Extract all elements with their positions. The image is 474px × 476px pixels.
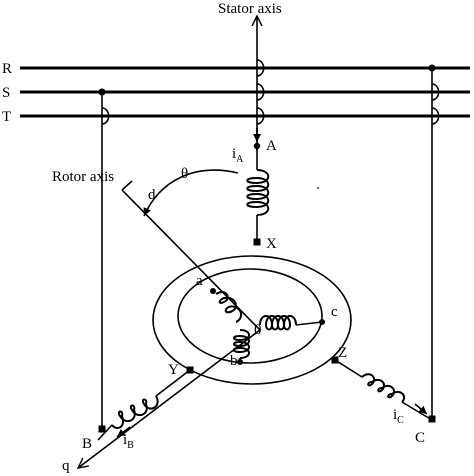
phase-b-crossover <box>101 107 110 125</box>
label-q: q <box>62 458 70 474</box>
label-r: R <box>2 61 12 77</box>
junction-r <box>428 64 436 72</box>
phase-b-lead-upper <box>155 369 191 397</box>
label-theta: θ <box>181 166 188 182</box>
label-terminal-y: Y <box>168 362 179 378</box>
stator-ring-outer <box>152 255 352 385</box>
label-terminal-a: A <box>266 138 277 154</box>
ib-label: iB <box>123 432 134 451</box>
rotor-coil-c <box>259 315 297 331</box>
label-star-point: 0 <box>254 322 262 338</box>
label-rotor-b: b <box>230 353 238 369</box>
label-terminal-z: Z <box>338 345 347 361</box>
label-d: d <box>148 187 156 203</box>
junction-s <box>98 88 106 96</box>
rotor-coil-a <box>215 291 243 323</box>
rotor-terminal-a-dot <box>210 288 216 294</box>
rotor-coil-b <box>233 329 250 359</box>
label-s: S <box>2 85 10 101</box>
stator-coil-b <box>111 395 159 429</box>
rotor-c-lead <box>295 321 323 326</box>
rotor-ring-inner <box>177 268 323 364</box>
label-terminal-x: X <box>266 236 277 252</box>
phase-c-lead-lower <box>401 401 433 421</box>
ib-arrow <box>116 426 131 438</box>
rotor-terminal-c-dot <box>319 319 325 325</box>
label-terminal-c: C <box>415 430 425 446</box>
phase-a-crossovers <box>256 59 265 125</box>
label-rotor-c: c <box>331 304 338 320</box>
label-terminal-b: B <box>82 436 92 452</box>
theta-arc <box>143 169 239 217</box>
d-axis-tick <box>121 180 133 191</box>
rotor-axis-label: Rotor axis <box>52 169 114 185</box>
stray-dot <box>317 187 319 189</box>
ic-arrow <box>414 403 428 415</box>
phase-c-lead-upper <box>334 359 363 378</box>
stator-coil-a <box>246 169 270 216</box>
ic-label: iC <box>393 407 404 426</box>
ia-label: iA <box>232 146 244 165</box>
phase-c-crossovers <box>431 83 440 125</box>
rotor-terminal-b-dot <box>237 359 243 365</box>
stator-coil-c <box>361 373 406 403</box>
terminal-x-square <box>253 238 261 246</box>
rotor-q-axis-arrow <box>78 329 261 468</box>
label-rotor-a: a <box>196 273 203 289</box>
label-t: T <box>2 109 11 125</box>
stator-axis-label: Stator axis <box>218 1 282 17</box>
